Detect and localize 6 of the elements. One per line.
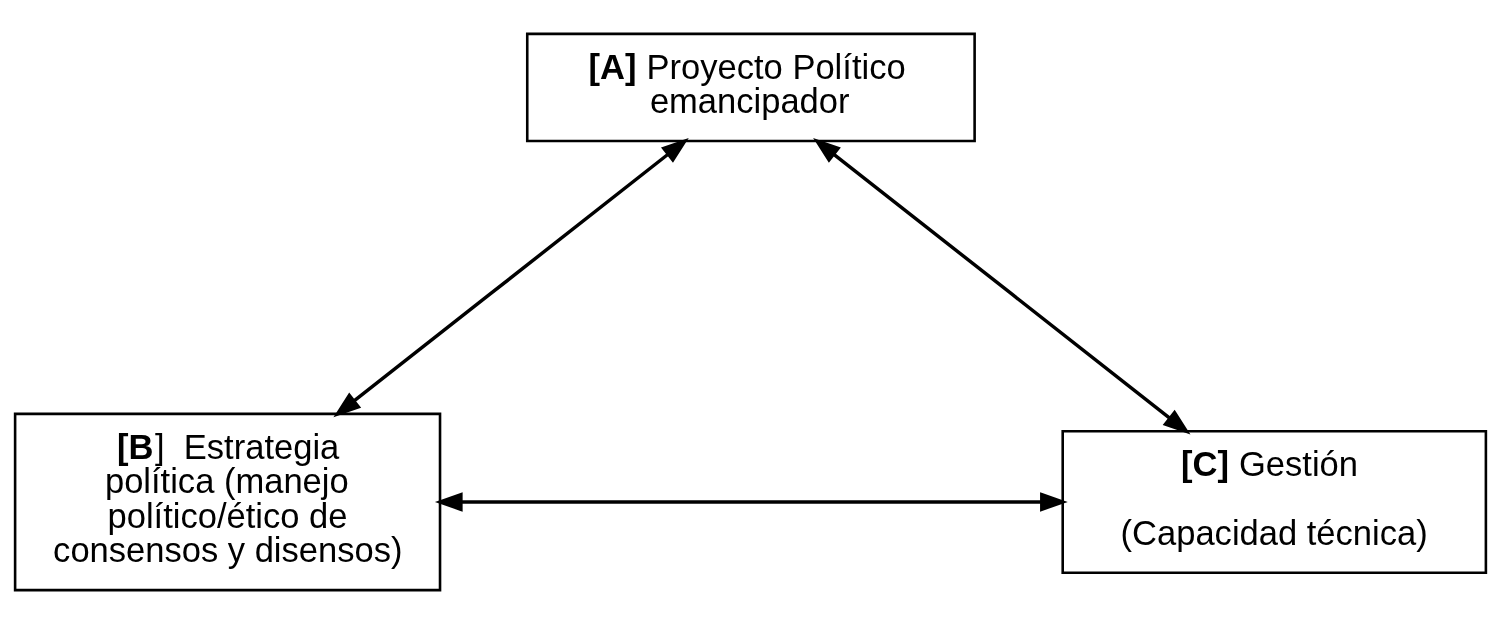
node-box: [B] Estrategia política (manejo político/ético de consensos y disensos) bbox=[13, 412, 442, 591]
arrow bbox=[813, 137, 1191, 434]
node-box: [C] Gestión (Capacidad técnica) bbox=[1061, 429, 1488, 574]
arrow bbox=[434, 491, 1068, 512]
arrow bbox=[333, 137, 689, 417]
node-box: [A] Proyecto Político emancipador bbox=[525, 32, 976, 142]
